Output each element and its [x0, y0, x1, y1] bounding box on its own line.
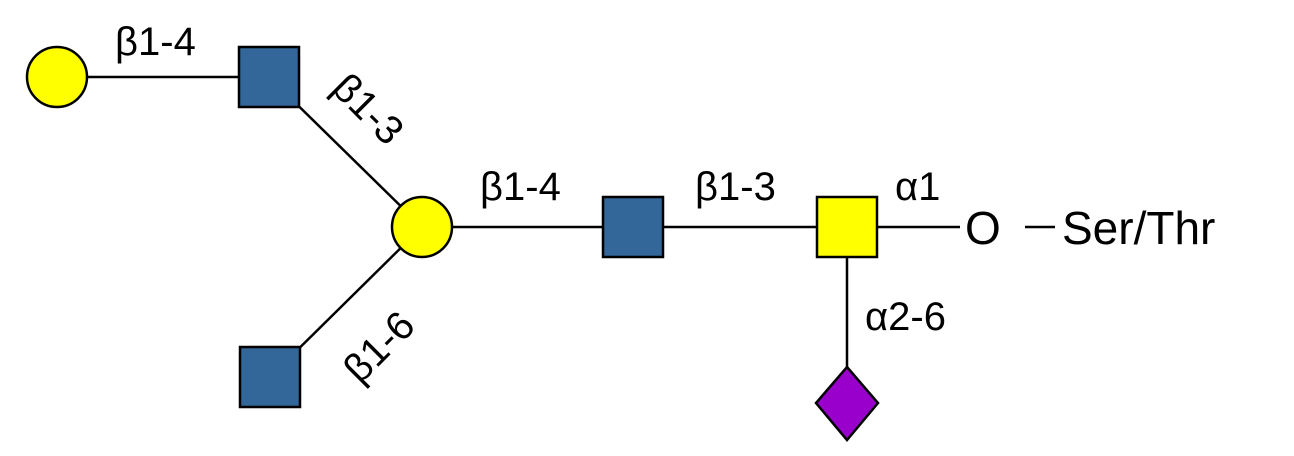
bonds [57, 75, 1055, 403]
linkage-label: β1-3 [324, 65, 412, 153]
linkage-label: α2-6 [865, 295, 946, 339]
galactose-circle-icon [25, 45, 89, 109]
linkage-label: β1-4 [115, 20, 196, 64]
sialic-acid-diamond-icon [814, 365, 880, 442]
amino-acid-label: Ser/Thr [1062, 202, 1215, 254]
linkage-label: β1-6 [335, 303, 423, 391]
glcnac-square-icon [237, 45, 301, 109]
galactose-circle-icon [390, 195, 454, 259]
linkage-label: β1-3 [695, 165, 776, 209]
galnac-square-icon [815, 195, 879, 259]
glcnac-square-icon [238, 345, 302, 409]
glcnac-square-icon [601, 195, 665, 259]
linkage-label: α1 [895, 165, 940, 209]
oxygen-label: O [965, 202, 1001, 254]
linkage-label: β1-4 [480, 165, 561, 209]
